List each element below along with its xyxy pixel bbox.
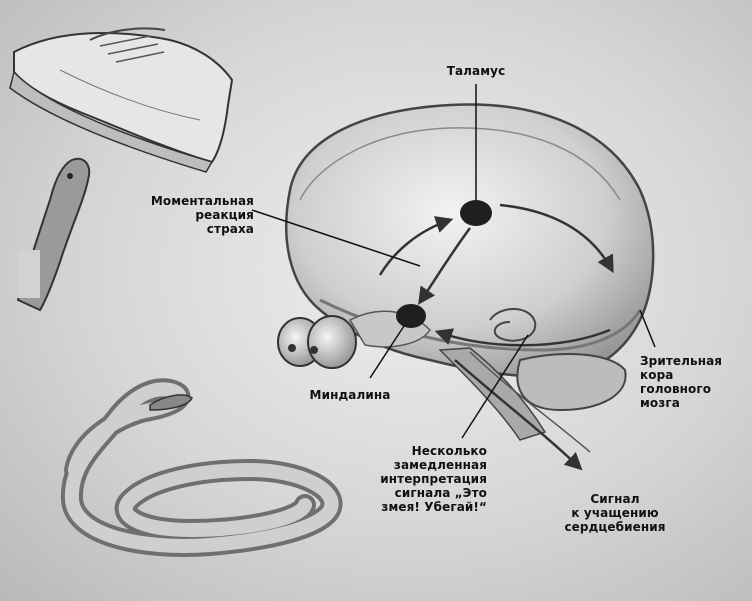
sneaker-illustration — [10, 28, 232, 172]
snake-head-illustration — [18, 159, 89, 310]
heartbeat-signal-label: Сигнал к учащению сердцебиения — [545, 492, 685, 534]
slow-interpretation-label: Несколько замедленная интерпретация сигн… — [355, 444, 487, 514]
thalamus-label: Таламус — [424, 64, 528, 78]
coiled-snake-illustration — [72, 389, 332, 546]
instant-fear-reaction-label: Моментальная реакция страха — [132, 194, 254, 236]
amygdala-node — [396, 304, 426, 328]
amygdala-label: Миндалина — [292, 388, 408, 402]
thalamus-node — [460, 200, 492, 226]
visual-cortex-label: Зрительная кора головного мозга — [640, 354, 744, 410]
brain-illustration — [278, 104, 653, 468]
